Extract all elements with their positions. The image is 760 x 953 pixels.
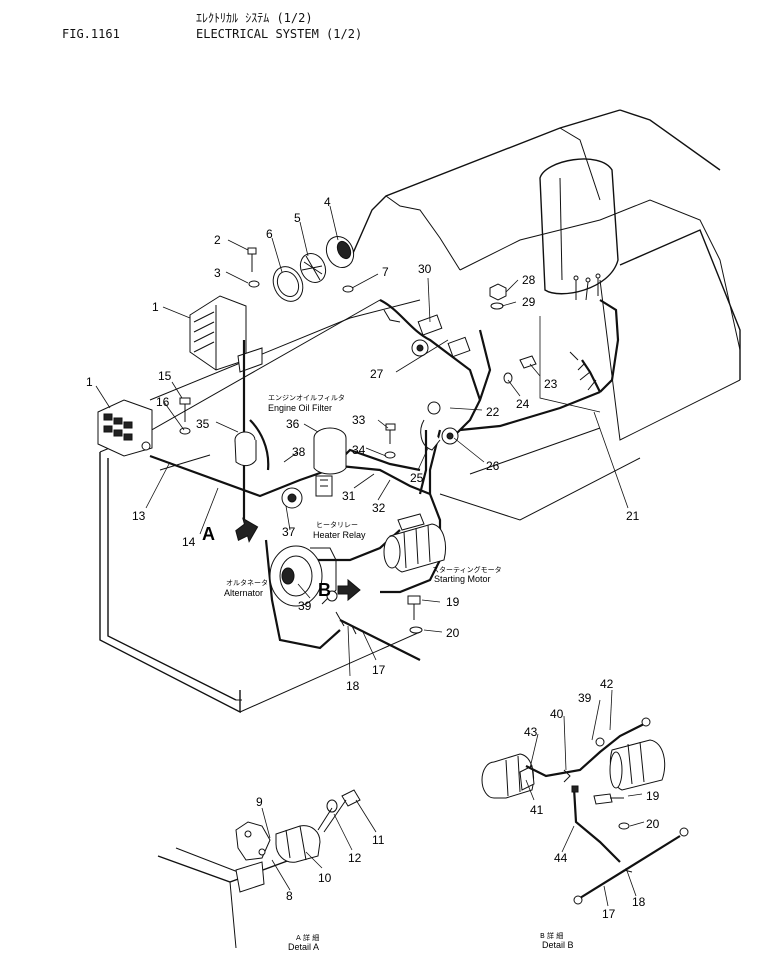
detail-b: 39 42 40 43 41 44 19 20 18 17 B 詳 細 Deta… (481, 677, 689, 950)
oil-filter-label-jp: エンジンオイルフィルタ (268, 393, 345, 402)
callout-3: 3 (214, 266, 221, 280)
callout-4: 4 (324, 195, 331, 209)
relay-cluster-upper (379, 299, 471, 358)
detail-a-callout-8: 8 (286, 889, 293, 903)
detail-b-callout-18: 18 (632, 895, 646, 909)
detail-b-callout-43: 43 (524, 725, 538, 739)
heater-relay (281, 475, 333, 509)
callout-32: 32 (372, 501, 386, 515)
sensor-35 (234, 431, 257, 467)
component-labels: エンジンオイルフィルタ Engine Oil Filter ヒータリレー Hea… (224, 393, 502, 598)
callout-39: 39 (298, 599, 312, 613)
heater-relay-label-jp: ヒータリレー (316, 520, 358, 529)
page-title: ELECTRICAL SYSTEM (1/2) (196, 27, 362, 41)
detail-a-callout-11: 11 (372, 833, 385, 847)
starting-motor-label-jp: スターティングモータ (432, 565, 502, 574)
detail-b-arrow: B (318, 578, 361, 602)
figure-number: FIG.1161 (62, 27, 120, 41)
callout-26: 26 (486, 459, 500, 473)
arrow-b-label: B (318, 580, 331, 600)
detail-b-callout-20: 20 (646, 817, 660, 831)
detail-b-callout-40: 40 (550, 707, 564, 721)
callout-24: 24 (516, 397, 530, 411)
callout-6: 6 (266, 227, 273, 241)
callout-29: 29 (522, 295, 536, 309)
callout-23: 23 (544, 377, 558, 391)
oil-filter-sensor (313, 427, 347, 475)
callout-18: 18 (346, 679, 360, 693)
callout-31: 31 (342, 489, 356, 503)
detail-a-arrow: A (202, 517, 259, 544)
detail-a-callout-12: 12 (348, 851, 362, 865)
starting-motor (383, 513, 446, 573)
callout-20: 20 (446, 626, 460, 640)
callout-19: 19 (446, 595, 460, 609)
detail-b-title: Detail B (542, 940, 574, 950)
detail-a-title-jp: A 詳 細 (296, 933, 319, 942)
alternator-label: Alternator (224, 588, 263, 598)
oil-filter-label: Engine Oil Filter (268, 403, 332, 413)
detail-a-callout-10: 10 (318, 871, 332, 885)
heater-relay-label: Heater Relay (313, 530, 366, 540)
leader-lines (95, 205, 629, 633)
work-lamp-assembly (272, 235, 355, 302)
starting-motor-label: Starting Motor (434, 574, 491, 584)
battery-cable-main (335, 611, 421, 677)
oil-pressure-switch-group (418, 401, 459, 495)
callout-17: 17 (372, 663, 386, 677)
callout-36: 36 (286, 417, 300, 431)
callout-1-lower: 1 (86, 375, 93, 389)
callout-38: 38 (292, 445, 306, 459)
callout-27: 27 (370, 367, 384, 381)
detail-b-callout-42: 42 (600, 677, 614, 691)
detail-b-callout-41: 41 (530, 803, 544, 817)
callout-34: 34 (352, 443, 366, 457)
machine-body-outline (99, 109, 741, 714)
callout-1-upper: 1 (152, 300, 159, 314)
callout-16: 16 (156, 395, 170, 409)
callout-37: 37 (282, 525, 296, 539)
callout-5: 5 (294, 211, 301, 225)
detail-b-title-jp: B 詳 細 (540, 931, 563, 940)
callout-numbers-main: 1 1 2 3 4 5 6 7 13 14 15 16 17 18 19 20 … (86, 195, 640, 693)
detail-b-callout-17: 17 (602, 907, 616, 921)
callout-15: 15 (158, 369, 172, 383)
detail-b-callout-19: 19 (646, 789, 660, 803)
detail-b-callout-39: 39 (578, 691, 592, 705)
callout-14: 14 (182, 535, 196, 549)
callout-7: 7 (382, 265, 389, 279)
indicator-panel-upper (189, 295, 263, 373)
alternator-label-jp: オルタネータ (226, 578, 268, 587)
detail-a-title: Detail A (288, 942, 319, 952)
callout-25: 25 (410, 471, 424, 485)
callout-30: 30 (418, 262, 432, 276)
detail-a-callout-9: 9 (256, 795, 263, 809)
callout-22: 22 (486, 405, 500, 419)
callout-13: 13 (132, 509, 146, 523)
indicator-panel-lower (97, 399, 153, 457)
bolt-washer-set (179, 247, 537, 634)
alternator (269, 545, 338, 607)
detail-b-callout-44: 44 (554, 851, 568, 865)
callout-21: 21 (626, 509, 640, 523)
title-japanese: ｴﾚｸﾄﾘｶﾙ ｼｽﾃﾑ (1/2) (196, 11, 313, 25)
callout-35: 35 (196, 417, 210, 431)
callout-2: 2 (214, 233, 221, 247)
callout-33: 33 (352, 413, 366, 427)
callout-28: 28 (522, 273, 536, 287)
arrow-a-label: A (202, 524, 215, 544)
detail-a: 9 8 10 11 12 A 詳 細 Detail A (157, 789, 385, 952)
